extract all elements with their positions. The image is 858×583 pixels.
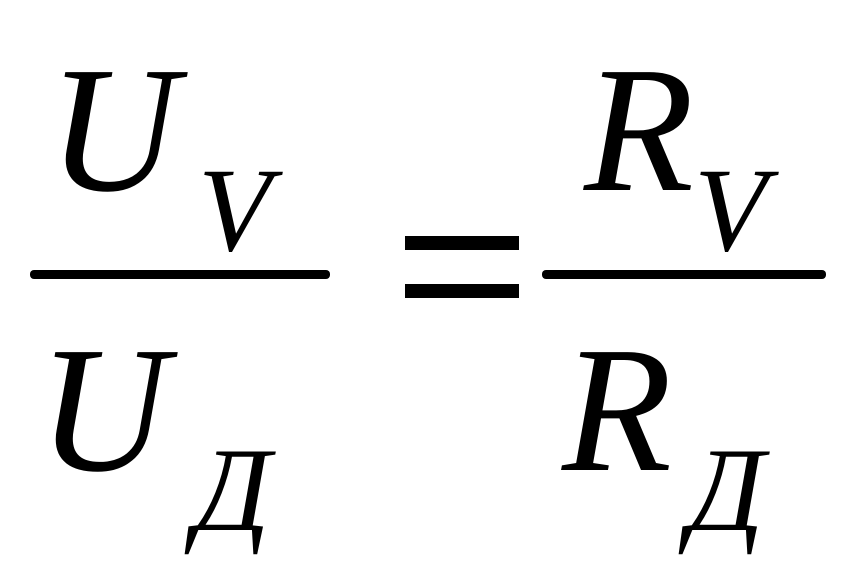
left-numerator-subscript: V [198,143,272,276]
equals-upper-bar [405,236,519,250]
right-numerator-symbol: R [584,30,694,229]
right-denominator-symbol: R [562,310,672,509]
right-denominator-subscript: Д [688,423,765,556]
left-numerator-symbol: U [48,30,178,229]
equals-lower-bar [405,284,519,298]
left-denominator-symbol: U [38,310,168,509]
right-fraction-bar [542,270,826,279]
left-fraction-bar [30,270,330,279]
right-numerator-subscript: V [694,143,768,276]
left-denominator-subscript: Д [194,423,271,556]
